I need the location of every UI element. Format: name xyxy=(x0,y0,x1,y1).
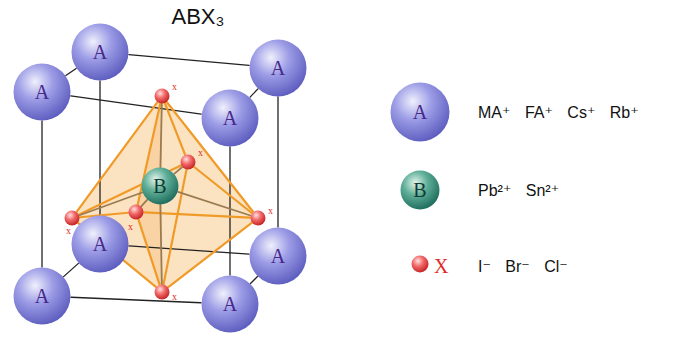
cube-edge xyxy=(71,96,202,114)
site-label: x xyxy=(198,148,203,158)
sphere-shape xyxy=(128,204,144,220)
sphere-shape xyxy=(64,210,80,226)
sphere-shape xyxy=(154,88,170,104)
sphere-shape xyxy=(180,154,196,170)
sphere-fill xyxy=(202,90,259,147)
sphere-shape xyxy=(250,210,266,226)
sphere-fill xyxy=(155,89,170,104)
x-site-sphere: X xyxy=(411,255,429,273)
x-site-sphere: x xyxy=(64,210,80,226)
cube-edge xyxy=(250,89,258,97)
legend-text: I⁻ Br⁻ Cl⁻ xyxy=(478,257,568,276)
a-site-sphere: A xyxy=(249,39,307,97)
octahedron-edge xyxy=(79,165,181,214)
a-site-sphere: A xyxy=(201,275,259,333)
site-letter: B xyxy=(400,170,440,210)
site-label: x xyxy=(66,226,71,236)
a-site-sphere: A xyxy=(249,227,307,285)
cube-edge xyxy=(71,297,201,303)
site-letter: A xyxy=(13,63,71,121)
edge-layer xyxy=(42,55,278,303)
a-site-sphere: A xyxy=(13,267,71,325)
cube-edge xyxy=(251,277,258,284)
sphere-shape xyxy=(154,284,170,300)
sphere-fill xyxy=(142,168,179,205)
cube-edge xyxy=(41,121,42,267)
site-label: x xyxy=(172,292,177,302)
legend-text: MA⁺ FA⁺ Cs⁺ Rb⁺ xyxy=(478,103,639,122)
sphere-fill xyxy=(72,24,129,81)
site-label: x xyxy=(128,222,133,232)
bond-line xyxy=(160,205,161,284)
sphere-fill xyxy=(401,171,440,210)
b-site-sphere: B xyxy=(400,170,440,210)
sphere-fill xyxy=(65,211,80,226)
diagram-title: ABX₃ xyxy=(172,4,225,30)
sphere-fill xyxy=(14,268,71,325)
site-letter: A xyxy=(249,39,307,97)
site-letter: B xyxy=(141,167,179,205)
sphere-fill xyxy=(391,83,450,142)
x-site-sphere: x xyxy=(250,210,266,226)
sphere-fill xyxy=(202,276,259,333)
site-label: x xyxy=(268,206,273,216)
cube-edge xyxy=(129,55,249,66)
b-site-sphere: B xyxy=(141,167,179,205)
sphere-shape xyxy=(411,255,429,273)
cube-edge xyxy=(64,263,79,276)
site-letter: A xyxy=(71,215,129,273)
bond-line xyxy=(178,192,250,216)
site-letter: A xyxy=(249,227,307,285)
a-site-sphere: A xyxy=(390,82,450,142)
cube-edge xyxy=(229,147,230,275)
octahedron-edge xyxy=(138,220,159,285)
a-site-sphere: A xyxy=(13,63,71,121)
legend-text: Pb²⁺ Sn²⁺ xyxy=(478,181,559,200)
sphere-fill xyxy=(412,256,429,273)
site-letter: A xyxy=(201,275,259,333)
sphere-fill xyxy=(250,228,307,285)
x-site-sphere: x xyxy=(154,284,170,300)
site-letter: A xyxy=(201,89,259,147)
sphere-fill xyxy=(251,211,266,226)
site-label: x xyxy=(172,82,177,92)
sphere-fill xyxy=(14,64,71,121)
sphere-fill xyxy=(72,216,129,273)
x-site-sphere: x xyxy=(154,88,170,104)
site-label: X xyxy=(434,256,448,276)
site-letter: A xyxy=(71,23,129,81)
x-site-sphere: x xyxy=(180,154,196,170)
cube-edge xyxy=(99,81,100,215)
sphere-fill xyxy=(250,40,307,97)
sphere-fill xyxy=(155,285,170,300)
x-site-sphere: x xyxy=(128,204,144,220)
a-site-sphere: A xyxy=(71,23,129,81)
sphere-fill xyxy=(181,155,196,170)
a-site-sphere: A xyxy=(71,215,129,273)
site-letter: A xyxy=(390,82,450,142)
sphere-fill xyxy=(129,205,144,220)
cube-edge xyxy=(66,68,76,75)
bond-line xyxy=(174,167,182,173)
bond-line xyxy=(160,104,161,167)
cube-edge xyxy=(277,97,278,227)
a-site-sphere: A xyxy=(201,89,259,147)
bond-line xyxy=(141,200,147,206)
site-letter: A xyxy=(13,267,71,325)
